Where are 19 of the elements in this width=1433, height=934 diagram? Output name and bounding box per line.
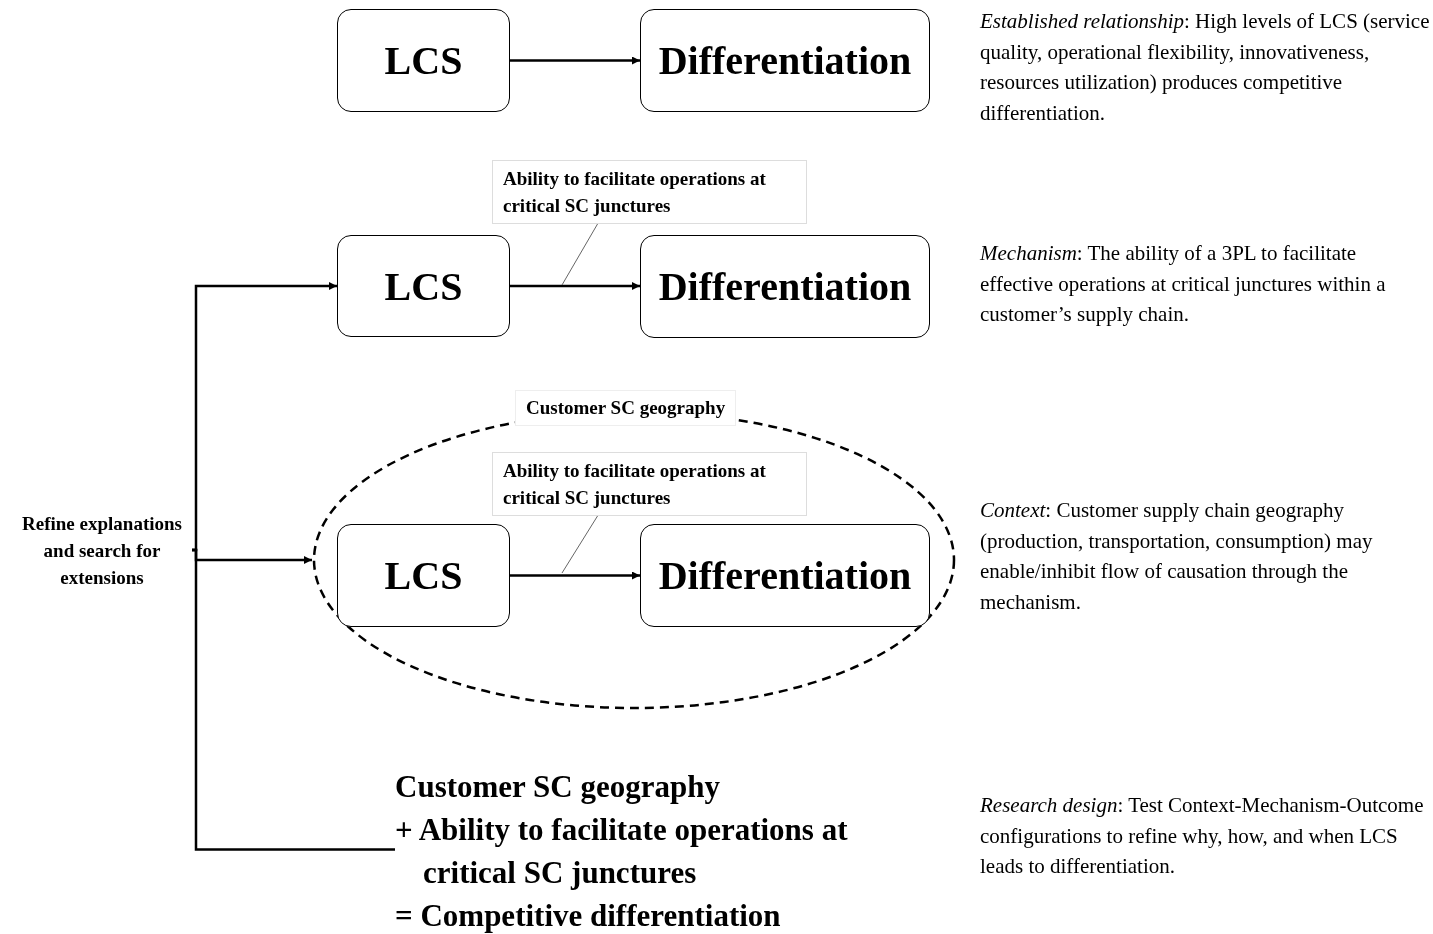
rounded-box: Differentiation xyxy=(640,524,930,627)
leader-line xyxy=(561,223,599,286)
leader-line xyxy=(561,515,599,574)
note-text: Context: Customer supply chain geography (production, transportation, consumption) may enable/inhibit flow of causation through the mechanism. xyxy=(980,497,1374,616)
rounded-box: Differentiation xyxy=(640,235,930,338)
arrow xyxy=(510,571,640,580)
group-title: Customer SC geography xyxy=(515,390,737,426)
arrow xyxy=(510,56,640,65)
rounded-box: Differentiation xyxy=(640,9,930,112)
arrow xyxy=(510,282,640,290)
rounded-box: LCS xyxy=(337,235,510,337)
annotation-box: Ability to facilitate operations at critical SC junctures xyxy=(492,452,807,516)
annotation-box: Ability to facilitate operations at critical SC junctures xyxy=(492,160,807,224)
note-text: Established relationship: High levels of LCS (service quality, operational flexibility, innovativeness, resources utilization) produces competitive differentiation. xyxy=(980,8,1430,127)
note-text: Research design: Test Context-Mechanism-Outcome configurations to refine why, how, and when LCS leads to differentiation. xyxy=(980,792,1425,880)
rounded-box: LCS xyxy=(337,9,510,112)
equation-text: Customer SC geography + Ability to facilitate operations at critical SC junctures = Competitive differentiation xyxy=(395,765,875,934)
note-text: Mechanism: The ability of a 3PL to facilitate effective operations at critical junctures within a customer’s supply chain. xyxy=(980,240,1387,328)
rounded-box: LCS xyxy=(337,524,510,627)
